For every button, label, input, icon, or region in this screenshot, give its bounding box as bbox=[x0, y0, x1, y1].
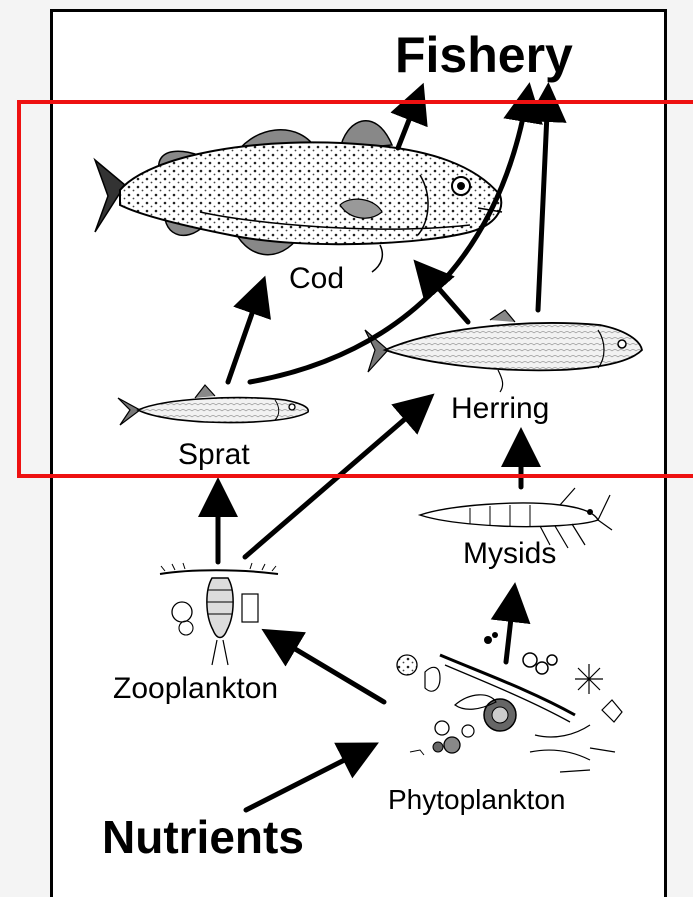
arrow-nutrients-to-phytoplankton bbox=[246, 747, 370, 810]
fishery-label: Fishery bbox=[395, 26, 573, 84]
mysids-label: Mysids bbox=[463, 537, 556, 571]
arrow-phytoplankton-to-zooplankton bbox=[270, 634, 384, 702]
highlight-box bbox=[17, 100, 693, 478]
zooplankton-label: Zooplankton bbox=[113, 672, 278, 706]
nutrients-label: Nutrients bbox=[102, 810, 304, 864]
phytoplankton-label: Phytoplankton bbox=[388, 784, 565, 816]
zooplankton-illustration bbox=[160, 563, 278, 665]
arrow-phytoplankton-to-mysids bbox=[506, 592, 514, 662]
